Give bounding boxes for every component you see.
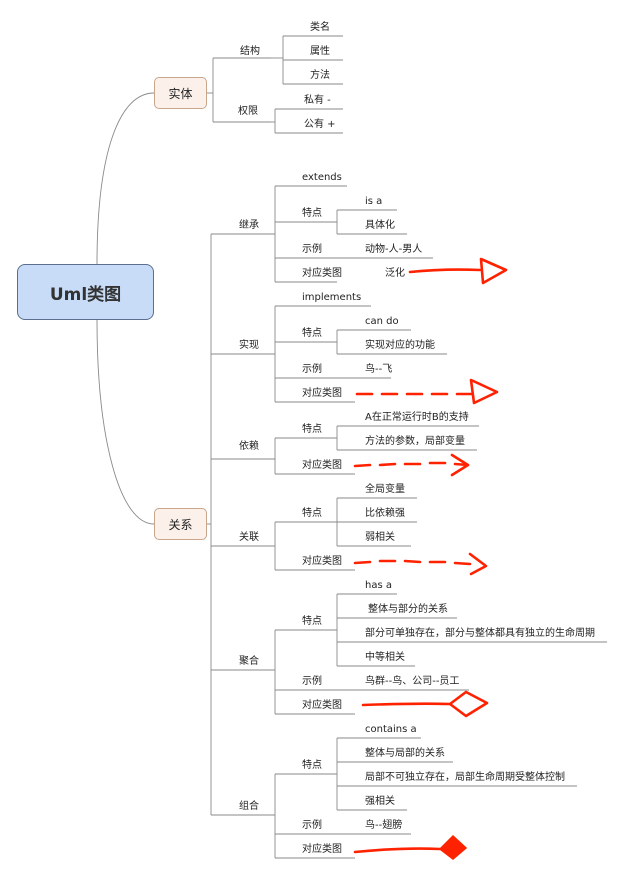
composition-diamond-icon: [438, 834, 468, 860]
inheritance-feature-2[interactable]: 具体化: [365, 220, 395, 231]
association-feature-label[interactable]: 特点: [302, 508, 322, 519]
association-diagram-label[interactable]: 对应类图: [302, 556, 342, 567]
aggregation-feature-label[interactable]: 特点: [302, 616, 322, 627]
realization-feature-label[interactable]: 特点: [302, 328, 322, 339]
realization-feature-2[interactable]: 实现对应的功能: [365, 340, 435, 351]
inheritance-keyword[interactable]: extends: [302, 172, 342, 183]
inheritance-diagram-label[interactable]: 对应类图: [302, 268, 342, 279]
aggregation-diagram-label[interactable]: 对应类图: [302, 700, 342, 711]
association-arrow-icon: [353, 552, 488, 576]
aggregation-feature-1[interactable]: has a: [365, 580, 392, 591]
root-node[interactable]: Uml类图: [17, 264, 154, 320]
private-node[interactable]: 私有 -: [304, 95, 331, 106]
dependency-feature-2[interactable]: 方法的参数，局部变量: [365, 436, 465, 447]
aggregation-node[interactable]: 聚合: [239, 656, 259, 667]
composition-diagram-label[interactable]: 对应类图: [302, 844, 342, 855]
composition-node[interactable]: 组合: [239, 801, 259, 812]
composition-keyword[interactable]: contains a: [365, 724, 417, 735]
aggregation-diamond-icon: [361, 690, 489, 718]
permission-node[interactable]: 权限: [238, 106, 258, 117]
relation-node[interactable]: 关系: [154, 508, 207, 540]
composition-example[interactable]: 鸟--翅膀: [365, 820, 403, 831]
entity-node[interactable]: 实体: [154, 77, 207, 109]
realization-arrow-icon: [355, 378, 499, 405]
inheritance-node[interactable]: 继承: [239, 220, 259, 231]
aggregation-feature-3[interactable]: 部分可单独存在，部分与整体都具有独立的生命周期: [365, 628, 595, 639]
association-node[interactable]: 关联: [239, 532, 259, 543]
aggregation-example-label[interactable]: 示例: [302, 676, 322, 687]
aggregation-example[interactable]: 鸟群--鸟、公司--员工: [365, 676, 460, 687]
association-feature-2[interactable]: 比依赖强: [365, 508, 405, 519]
dependency-arrow-icon: [353, 453, 470, 477]
inheritance-example[interactable]: 动物-人-男人: [365, 244, 423, 255]
structure-node[interactable]: 结构: [240, 46, 260, 57]
inheritance-diagram-note[interactable]: 泛化: [385, 268, 405, 279]
composition-feature-1[interactable]: 整体与局部的关系: [365, 748, 445, 759]
realization-node[interactable]: 实现: [239, 340, 259, 351]
inheritance-feature-1[interactable]: is a: [365, 196, 383, 207]
composition-feature-3[interactable]: 强相关: [365, 796, 395, 807]
dependency-feature-label[interactable]: 特点: [302, 424, 322, 435]
realization-example[interactable]: 鸟--飞: [365, 364, 393, 375]
realization-keyword[interactable]: implements: [302, 292, 362, 303]
attribute-node[interactable]: 属性: [310, 46, 330, 57]
generalization-arrow-icon: [408, 257, 508, 285]
aggregation-feature-2[interactable]: 整体与部分的关系: [368, 604, 448, 615]
association-feature-3[interactable]: 弱相关: [365, 532, 395, 543]
dependency-feature-1[interactable]: A在正常运行时B的支持: [365, 412, 469, 423]
dependency-node[interactable]: 依赖: [239, 441, 259, 452]
dependency-diagram-label[interactable]: 对应类图: [302, 460, 342, 471]
composition-feature-2[interactable]: 局部不可独立存在，局部生命周期受整体控制: [365, 772, 565, 783]
realization-feature-1[interactable]: can do: [365, 316, 399, 327]
composition-line-icon: [353, 847, 442, 854]
inheritance-example-label[interactable]: 示例: [302, 244, 322, 255]
association-feature-1[interactable]: 全局变量: [365, 484, 405, 495]
composition-feature-label[interactable]: 特点: [302, 760, 322, 771]
composition-example-label[interactable]: 示例: [302, 820, 322, 831]
method-node[interactable]: 方法: [310, 70, 330, 81]
class-name-node[interactable]: 类名: [310, 22, 330, 33]
public-node[interactable]: 公有 +: [304, 119, 336, 130]
realization-example-label[interactable]: 示例: [302, 364, 322, 375]
inheritance-feature-label[interactable]: 特点: [302, 208, 322, 219]
realization-diagram-label[interactable]: 对应类图: [302, 388, 342, 399]
aggregation-feature-4[interactable]: 中等相关: [365, 652, 405, 663]
